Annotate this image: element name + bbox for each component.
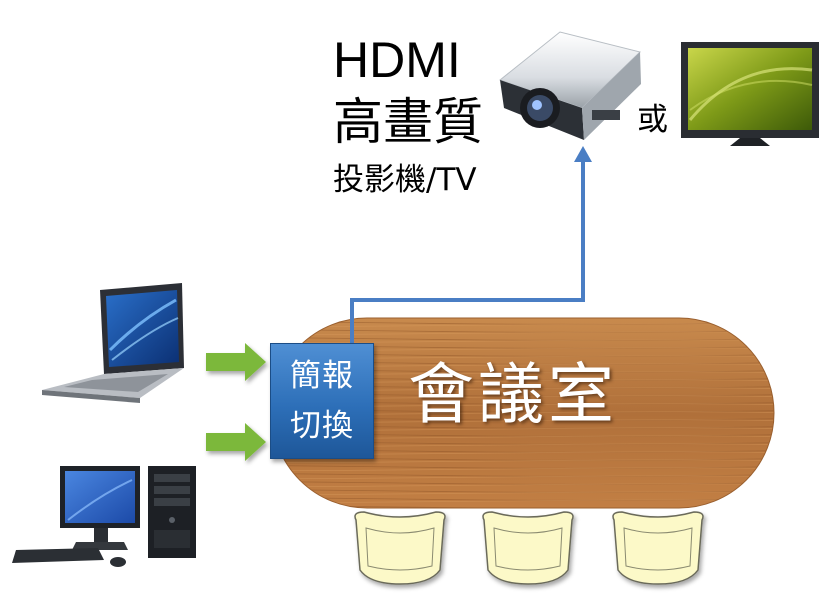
projector-tv-label: 投影機/TV — [333, 160, 477, 200]
chair-icon — [355, 512, 445, 584]
laptop-icon — [42, 283, 184, 403]
presentation-switch-label: 簡報 切換 — [270, 343, 374, 459]
switch-label-line1: 簡報 — [270, 351, 374, 401]
chair-icon — [613, 512, 703, 584]
or-label: 或 — [637, 100, 668, 140]
input-arrow-desktop — [206, 423, 266, 461]
conference-room-label: 會議室 — [408, 355, 618, 435]
desktop-computer-icon — [12, 466, 196, 567]
input-arrow-laptop — [206, 343, 266, 381]
projector-icon — [500, 32, 641, 140]
high-quality-label: 高畫質 — [333, 92, 483, 152]
switch-label-line2: 切換 — [270, 401, 374, 451]
hdmi-label: HDMI — [333, 32, 461, 88]
tv-monitor-icon — [681, 42, 819, 146]
chair-icon — [483, 512, 573, 584]
